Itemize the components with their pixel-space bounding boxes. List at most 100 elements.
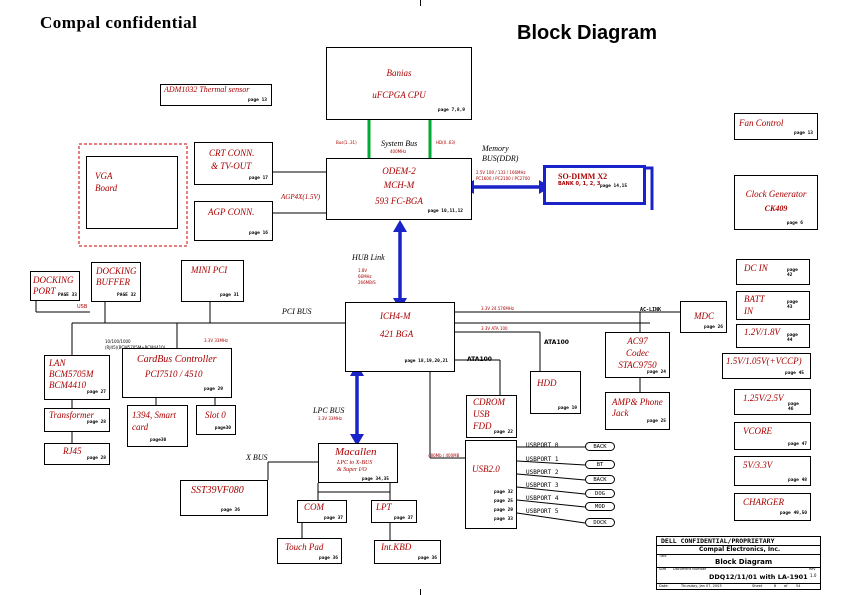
- ac97-name-1: AC97: [627, 336, 648, 346]
- usb20-page-3: page 33: [494, 517, 513, 522]
- macallen-block: Macallen LPC to X-BUS & Super I/O page 3…: [318, 443, 398, 483]
- dc-in-name: DC IN: [744, 263, 768, 273]
- keyboard-name: Int.KBD: [381, 542, 412, 552]
- cpu-sig-right: HD(0..63): [436, 140, 456, 145]
- cdrom-name-1: CDROM: [473, 397, 505, 407]
- mdc-page: page 26: [704, 325, 723, 330]
- agp-conn-name: AGP CONN.: [208, 207, 255, 217]
- amp-jack-name-2: Jack: [612, 408, 629, 418]
- slot0-page: page30: [214, 426, 231, 431]
- amp-jack-name-1: AMP& Phone: [612, 397, 663, 407]
- transformer-block: Transformer page 28: [44, 408, 110, 432]
- vga-board-block: VGA Board: [86, 156, 178, 229]
- clock-generator-page: page 6: [786, 221, 803, 226]
- usb-port-label: USBPORT 1: [526, 456, 559, 463]
- compal-name: Compal Electronics, Inc.: [699, 546, 781, 553]
- rj45-page: page 28: [87, 456, 106, 461]
- cdrom-name-2: USB: [473, 409, 490, 419]
- mch-block: ODEM-2 MCH-M 593 FC-BGA page 10,11,12: [326, 158, 472, 220]
- ac97-page: page 24: [647, 370, 666, 375]
- rev-label: Rev: [809, 567, 816, 571]
- cpu-package: uFCPGA CPU: [372, 90, 426, 100]
- dc-in-block: DC IN page 42: [736, 259, 810, 285]
- mini-pci-block: MINI PCI page 31: [181, 260, 244, 302]
- macallen-page: page 34,35: [361, 477, 389, 482]
- crt-conn-name-1: CRT CONN.: [209, 148, 255, 158]
- cdrom-name-3: FDD: [473, 421, 492, 431]
- crt-conn-name-2: & TV-OUT: [211, 161, 252, 171]
- size-label: Size: [659, 567, 667, 571]
- docking-buffer-name-1: DOCKING: [96, 266, 137, 276]
- fan-control-page: page 13: [794, 131, 813, 136]
- mini-pci-page: page 31: [220, 293, 239, 298]
- ieee1394-name-2: card: [132, 422, 149, 432]
- lan-name-2: BCM5705M: [49, 369, 94, 379]
- mch-package: 593 FC-BGA: [375, 196, 423, 206]
- ata-spec: 3.3V ATA 100: [481, 326, 508, 331]
- charger-name: CHARGER: [743, 497, 784, 507]
- usb-device: DOCK: [585, 518, 615, 527]
- vga-name-1: VGA: [95, 171, 113, 181]
- docnum-value: DDQ12/11/01 with LA-1901: [709, 573, 808, 581]
- amp-jack-block: AMP& Phone Jack page 25: [605, 392, 670, 430]
- date-label: Date:: [659, 584, 669, 588]
- batt-in-page: page 43: [787, 300, 798, 310]
- cardbus-page: page 29: [204, 387, 223, 392]
- usb20-page-2: page 29: [494, 508, 513, 513]
- fan-control-name: Fan Control: [739, 118, 784, 128]
- cdrom-block: CDROM USB FDD page 22: [466, 395, 517, 438]
- sst-flash-page: page 36: [221, 508, 240, 513]
- cdrom-page: page 22: [494, 430, 513, 435]
- title-block: DELL CONFIDENTIAL/PROPRIETARY Compal Ele…: [656, 536, 821, 590]
- frame-tick-bottom: [420, 589, 421, 595]
- transformer-page: page 28: [87, 420, 106, 425]
- lpc-bus-label: LPC BUS: [313, 406, 345, 415]
- keyboard-page: page 36: [418, 556, 437, 561]
- lan-spec-1: 10/100/1000: [105, 339, 131, 344]
- v5-33-name: 5V/3.3V: [743, 460, 773, 470]
- ac97-name-2: Codec: [626, 348, 649, 358]
- vcore-block: VCORE page 47: [734, 422, 811, 450]
- lpc-bus-spec: 3.3V 33MHz: [318, 416, 343, 421]
- cardbus-block: CardBus Controller PCI7510 / 4510 page 2…: [122, 348, 232, 398]
- cpu-page: page 7,8,9: [437, 108, 465, 113]
- rj45-block: RJ45 page 28: [44, 443, 110, 465]
- mch-page: page 10,11,12: [427, 209, 463, 214]
- usb-device: BACK: [585, 475, 615, 484]
- hub-link-label: HUB Link: [352, 253, 385, 262]
- docking-buffer-name-2: BUFFER: [96, 277, 130, 287]
- usb-port-label: USBPORT 0: [526, 442, 559, 449]
- ich-name: ICH4-M: [380, 311, 411, 321]
- sst-flash-block: SST39VF080 page 36: [180, 480, 268, 516]
- page-title: Block Diagram: [517, 22, 658, 44]
- lan-name-1: LAN: [49, 358, 66, 368]
- mch-name-2: MCH-M: [383, 180, 415, 190]
- confidential-label: Compal confidential: [40, 13, 198, 32]
- lpt-name: LPT: [376, 502, 392, 512]
- docking-buffer-page: PAGE 32: [117, 293, 136, 298]
- ich-package: 421 BGA: [380, 329, 414, 339]
- docking-port-block: DOCKING PORT PAGE 33: [30, 271, 80, 301]
- v125-25-name: 1.25V/2.5V: [743, 393, 784, 403]
- touchpad-name: Touch Pad: [285, 542, 324, 552]
- charger-page: page 49,50: [779, 511, 807, 516]
- ac97-name-3: STAC9750: [618, 360, 657, 370]
- memory-bus-label: BUS(DDR): [482, 154, 519, 163]
- sodimm-name: SO-DIMM X2: [558, 172, 608, 181]
- hub-link-spec-2: 66MHz: [358, 274, 372, 279]
- usb20-page-1: page 25: [494, 499, 513, 504]
- amp-jack-page: page 25: [647, 419, 666, 424]
- com-page: page 37: [324, 516, 343, 521]
- com-block: COM page 37: [297, 500, 347, 523]
- cardbus-name-2: PCI7510 / 4510: [145, 369, 203, 379]
- clock-generator-name: Clock Generator: [745, 189, 807, 199]
- vcore-name: VCORE: [743, 426, 772, 436]
- sodimm-page: page 14,15: [600, 184, 628, 189]
- usb20-block: USB2.0 page 32 page 25 page 29 page 33: [465, 440, 517, 529]
- ata100-cdrom-label: ATA100: [467, 356, 492, 363]
- usb-device: MOD: [585, 502, 615, 511]
- usb-port-label: USBPORT 2: [526, 469, 559, 476]
- lan-page: page 27: [87, 390, 106, 395]
- system-bus-label: System Bus: [381, 139, 418, 148]
- clock-generator-block: Clock Generator CK409 page 6: [734, 175, 818, 230]
